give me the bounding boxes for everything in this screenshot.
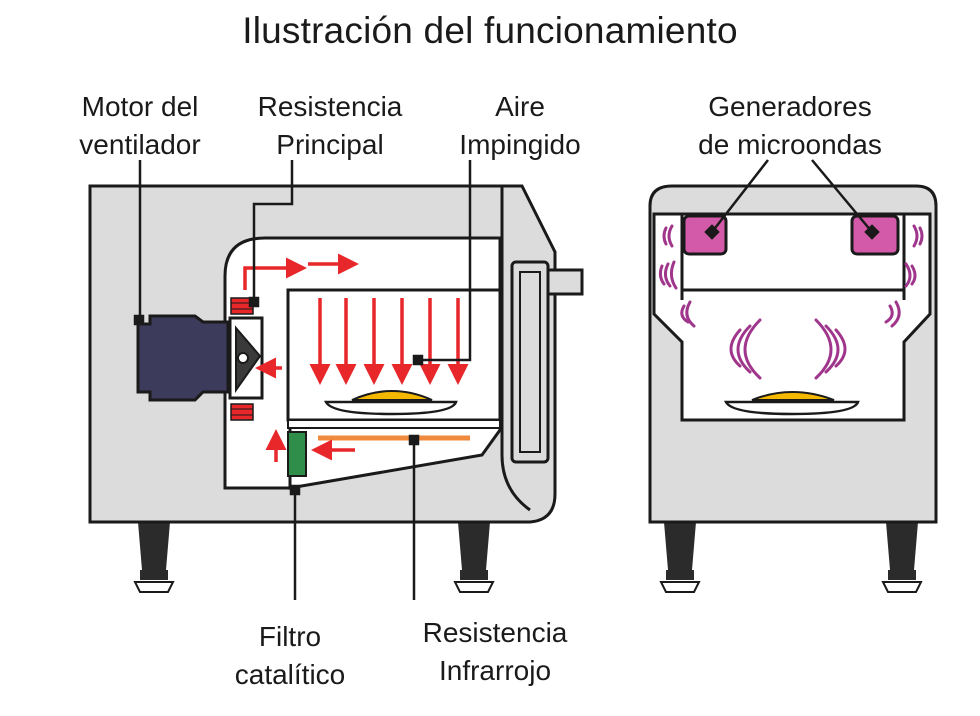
front-cavity xyxy=(652,212,932,422)
airflow-arrows xyxy=(243,253,469,462)
front-view xyxy=(648,159,938,593)
catalytic-filter xyxy=(287,431,307,477)
front-legs xyxy=(659,522,923,593)
microwave-waves xyxy=(658,224,924,380)
food-plate-front xyxy=(723,391,860,416)
door-handle xyxy=(546,268,584,296)
leader-lines-front xyxy=(704,159,880,240)
side-view xyxy=(88,160,584,600)
side-legs xyxy=(133,522,495,593)
fan-motor xyxy=(136,314,230,402)
diagram-title: Ilustración del funcionamiento xyxy=(242,10,738,51)
leader-lines-side xyxy=(133,160,472,600)
food-plate-side xyxy=(323,390,458,416)
